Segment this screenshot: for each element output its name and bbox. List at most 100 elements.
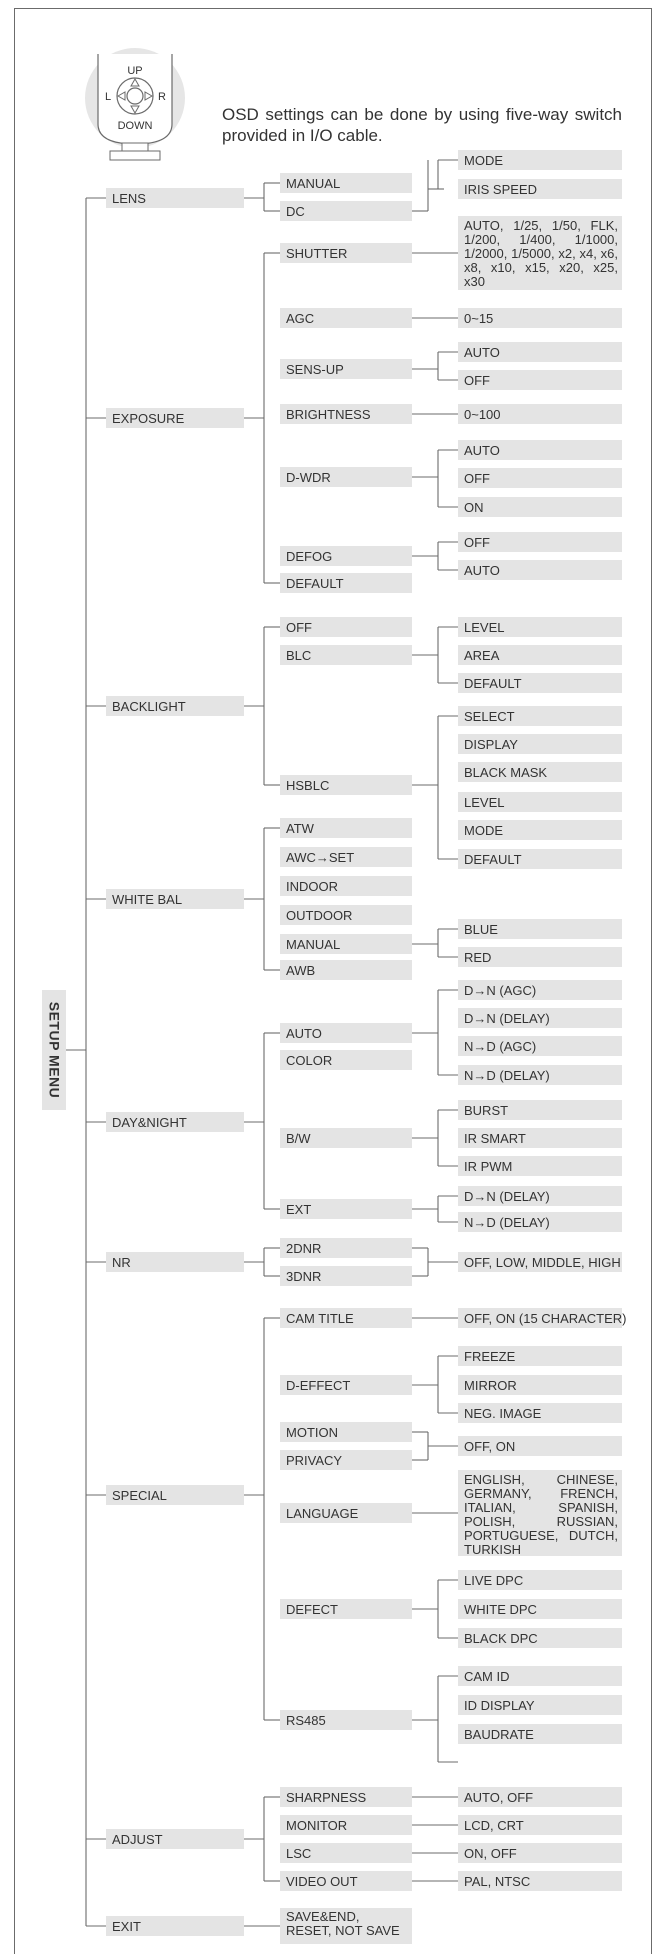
menu-adjust[interactable]: ADJUST xyxy=(106,1829,244,1849)
nr-options: OFF, LOW, MIDDLE, HIGH xyxy=(458,1252,622,1272)
hsblc-black-mask[interactable]: BLACK MASK xyxy=(458,762,622,782)
exit-options: SAVE&END, RESET, NOT SAVE xyxy=(280,1908,412,1944)
wb-awc-set[interactable]: AWC→SET xyxy=(280,847,412,867)
bw-ir-pwm[interactable]: IR PWM xyxy=(458,1156,622,1176)
menu-nr[interactable]: NR xyxy=(106,1252,244,1272)
d-effect-freeze[interactable]: FREEZE xyxy=(458,1346,622,1366)
defog-auto[interactable]: AUTO xyxy=(458,560,622,580)
adjust-monitor[interactable]: MONITOR xyxy=(280,1815,412,1835)
bw-ir-smart[interactable]: IR SMART xyxy=(458,1128,622,1148)
dn-ext[interactable]: EXT xyxy=(280,1199,412,1219)
d-wdr-on[interactable]: ON xyxy=(458,497,622,517)
language-options: ENGLISH, CHINESE, GERMANY, FRENCH, ITALI… xyxy=(458,1470,622,1557)
switch-right-label: R xyxy=(158,91,166,103)
hsblc-mode[interactable]: MODE xyxy=(458,820,622,840)
defog-off[interactable]: OFF xyxy=(458,532,622,552)
blc-level[interactable]: LEVEL xyxy=(458,617,622,637)
wb-atw[interactable]: ATW xyxy=(280,818,412,838)
exposure-d-wdr[interactable]: D-WDR xyxy=(280,467,412,487)
d-effect-mirror[interactable]: MIRROR xyxy=(458,1375,622,1395)
sens-up-off[interactable]: OFF xyxy=(458,370,622,390)
wb-red[interactable]: RED xyxy=(458,947,622,967)
exposure-shutter[interactable]: SHUTTER xyxy=(280,243,412,263)
defect-white-dpc[interactable]: WHITE DPC xyxy=(458,1599,622,1619)
video-out-options: PAL, NTSC xyxy=(458,1871,622,1891)
motion-privacy-options: OFF, ON xyxy=(458,1436,622,1456)
dn-bw[interactable]: B/W xyxy=(280,1128,412,1148)
menu-white-bal[interactable]: WHITE BAL xyxy=(106,889,244,909)
special-language[interactable]: LANGUAGE xyxy=(280,1503,412,1523)
rs485-baudrate[interactable]: BAUDRATE xyxy=(458,1724,622,1744)
switch-up-label: UP xyxy=(127,65,142,77)
hsblc-default[interactable]: DEFAULT xyxy=(458,849,622,869)
ext-nd-delay[interactable]: N→D (DELAY) xyxy=(458,1212,622,1232)
shutter-options: AUTO, 1/25, 1/50, FLK, 1/200, 1/400, 1/1… xyxy=(458,216,622,290)
dn-auto-nd-agc[interactable]: N→D (AGC) xyxy=(458,1036,622,1056)
special-d-effect[interactable]: D-EFFECT xyxy=(280,1375,412,1395)
backlight-off[interactable]: OFF xyxy=(280,617,412,637)
d-wdr-off[interactable]: OFF xyxy=(458,468,622,488)
backlight-hsblc[interactable]: HSBLC xyxy=(280,775,412,795)
bw-burst[interactable]: BURST xyxy=(458,1100,622,1120)
hsblc-display[interactable]: DISPLAY xyxy=(458,734,622,754)
dn-auto[interactable]: AUTO xyxy=(280,1023,412,1043)
ext-dn-delay[interactable]: D→N (DELAY) xyxy=(458,1186,622,1206)
menu-lens[interactable]: LENS xyxy=(106,188,244,208)
exposure-defog[interactable]: DEFOG xyxy=(280,546,412,566)
exposure-agc[interactable]: AGC xyxy=(280,308,412,328)
dn-color[interactable]: COLOR xyxy=(280,1050,412,1070)
lens-dc[interactable]: DC xyxy=(280,201,412,221)
wb-blue[interactable]: BLUE xyxy=(458,919,622,939)
rs485-cam-id[interactable]: CAM ID xyxy=(458,1666,622,1686)
hsblc-select[interactable]: SELECT xyxy=(458,706,622,726)
blc-default[interactable]: DEFAULT xyxy=(458,673,622,693)
menu-backlight[interactable]: BACKLIGHT xyxy=(106,696,244,716)
agc-range: 0~15 xyxy=(458,308,622,328)
brightness-range: 0~100 xyxy=(458,404,622,424)
nr-2dnr[interactable]: 2DNR xyxy=(280,1238,412,1258)
intro-text: OSD settings can be done by using five-w… xyxy=(222,105,622,145)
dc-iris-speed[interactable]: IRIS SPEED xyxy=(458,179,622,199)
dc-mode[interactable]: MODE xyxy=(458,150,622,170)
dn-auto-dn-delay[interactable]: D→N (DELAY) xyxy=(458,1008,622,1028)
adjust-video-out[interactable]: VIDEO OUT xyxy=(280,1871,412,1891)
cam-title-options: OFF, ON (15 CHARACTER) xyxy=(458,1308,627,1328)
wb-indoor[interactable]: INDOOR xyxy=(280,876,412,896)
setup-menu-root[interactable]: SETUP MENU xyxy=(42,990,66,1110)
special-motion[interactable]: MOTION xyxy=(280,1422,412,1442)
five-way-switch-icon: UP DOWN L R xyxy=(85,48,185,161)
dn-auto-nd-delay[interactable]: N→D (DELAY) xyxy=(458,1065,622,1085)
d-wdr-auto[interactable]: AUTO xyxy=(458,440,622,460)
nr-3dnr[interactable]: 3DNR xyxy=(280,1266,412,1286)
switch-down-label: DOWN xyxy=(118,120,153,132)
wb-outdoor[interactable]: OUTDOOR xyxy=(280,905,412,925)
switch-left-label: L xyxy=(105,91,111,103)
wb-awb[interactable]: AWB xyxy=(280,960,412,980)
dn-auto-dn-agc[interactable]: D→N (AGC) xyxy=(458,980,622,1000)
special-defect[interactable]: DEFECT xyxy=(280,1599,412,1619)
sens-up-auto[interactable]: AUTO xyxy=(458,342,622,362)
menu-special[interactable]: SPECIAL xyxy=(106,1485,244,1505)
sharpness-options: AUTO, OFF xyxy=(458,1787,622,1807)
exposure-brightness[interactable]: BRIGHTNESS xyxy=(280,404,412,424)
defect-black-dpc[interactable]: BLACK DPC xyxy=(458,1628,622,1648)
backlight-blc[interactable]: BLC xyxy=(280,645,412,665)
menu-exposure[interactable]: EXPOSURE xyxy=(106,408,244,428)
lens-manual[interactable]: MANUAL xyxy=(280,173,412,193)
d-effect-neg-image[interactable]: NEG. IMAGE xyxy=(458,1403,622,1423)
wb-manual[interactable]: MANUAL xyxy=(280,934,412,954)
defect-live-dpc[interactable]: LIVE DPC xyxy=(458,1570,622,1590)
hsblc-level[interactable]: LEVEL xyxy=(458,792,622,812)
special-privacy[interactable]: PRIVACY xyxy=(280,1450,412,1470)
menu-exit[interactable]: EXIT xyxy=(106,1916,244,1936)
special-rs485[interactable]: RS485 xyxy=(280,1710,412,1730)
menu-day-night[interactable]: DAY&NIGHT xyxy=(106,1112,244,1132)
exposure-default[interactable]: DEFAULT xyxy=(280,573,412,593)
exposure-sens-up[interactable]: SENS-UP xyxy=(280,359,412,379)
blc-area[interactable]: AREA xyxy=(458,645,622,665)
special-cam-title[interactable]: CAM TITLE xyxy=(280,1308,412,1328)
adjust-lsc[interactable]: LSC xyxy=(280,1843,412,1863)
adjust-sharpness[interactable]: SHARPNESS xyxy=(280,1787,412,1807)
rs485-id-display[interactable]: ID DISPLAY xyxy=(458,1695,622,1715)
